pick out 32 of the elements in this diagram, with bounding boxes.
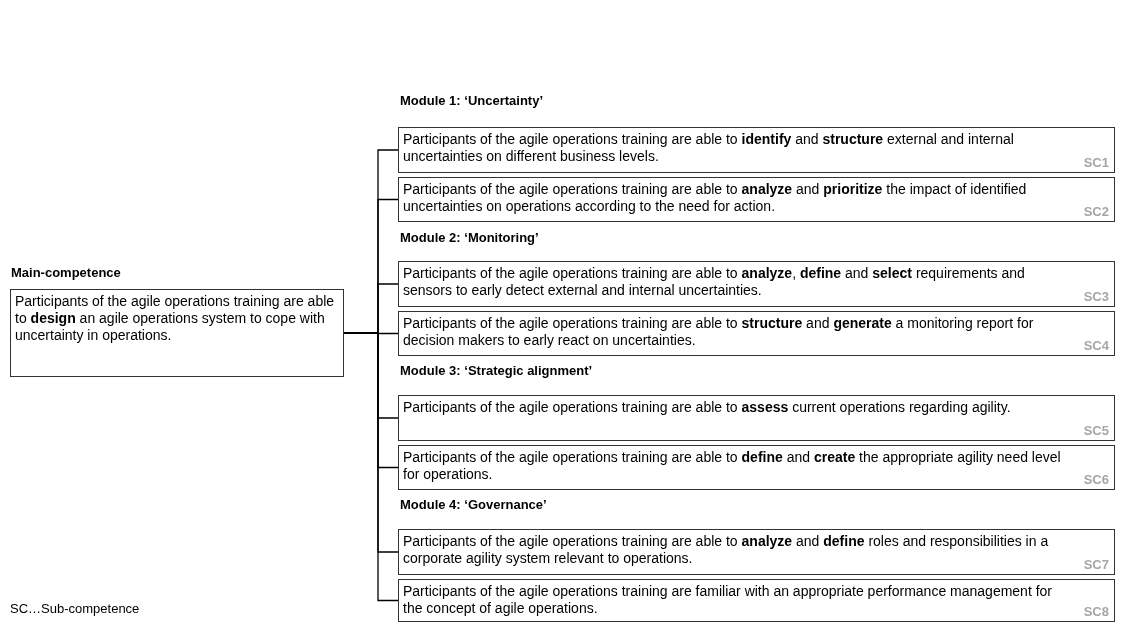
box-heading: Main-competence [11, 265, 121, 280]
competence-box [398, 579, 1115, 622]
competence-box [398, 529, 1115, 575]
module-heading: Module 4: ‘Governance’ [400, 497, 547, 512]
competence-text: Participants of the agile operations training are able to analyze and define roles and responsibilities in a corporate agility system relevant to operations. [403, 533, 1050, 567]
competence-text: Participants of the agile operations training are able to identify and structure external and internal uncertainties on different business levels. [403, 131, 1015, 165]
module-heading: Module 3: ‘Strategic alignment’ [400, 363, 593, 378]
competence-code: SC2 [1083, 204, 1109, 219]
competence-code: SC3 [1083, 289, 1109, 304]
module-heading: Module 1: ‘Uncertainty’ [400, 93, 544, 108]
competence-code: SC8 [1083, 604, 1109, 619]
competence-box [398, 261, 1115, 307]
module-heading: Module 2: ‘Monitoring’ [400, 230, 539, 245]
competence-text: Participants of the agile operations training are familiar with an appropriate performance management for the concept of agile operations. [403, 583, 1054, 617]
competence-box [398, 177, 1115, 222]
competence-code: SC4 [1083, 338, 1109, 353]
competence-text: Participants of the agile operations training are able to structure and generate a monitoring report for decision makers to early react on uncertainties. [403, 315, 1035, 349]
competence-box [398, 127, 1115, 173]
abbreviation-note: SC…Sub-competence [10, 601, 140, 616]
competence-text: Participants of the agile operations training are able to analyze and prioritize the impact of identified uncertainties on operations according to the need for action. [403, 181, 1028, 215]
competence-code: SC6 [1083, 472, 1109, 487]
competence-text: Participants of the agile operations training are able to analyze, define and select requirements and sensors to early detect external and internal uncertainties. [403, 265, 1026, 299]
competence-box [398, 395, 1115, 441]
competence-code: SC7 [1083, 557, 1109, 572]
competence-box [398, 445, 1115, 490]
competence-text: Participants of the agile operations training are able to define and create the appropriate agility need level for operations. [403, 449, 1062, 483]
competence-code: SC5 [1083, 423, 1109, 438]
competence-code: SC1 [1083, 155, 1109, 170]
competence-box [398, 311, 1115, 356]
competence-text: Participants of the agile operations training are able to design an agile operations system to cope with uncertainty in operations. [15, 293, 336, 344]
competence-text: Participants of the agile operations training are able to assess current operations regarding agility. [403, 399, 1012, 416]
tree-connector [343, 332, 399, 602]
